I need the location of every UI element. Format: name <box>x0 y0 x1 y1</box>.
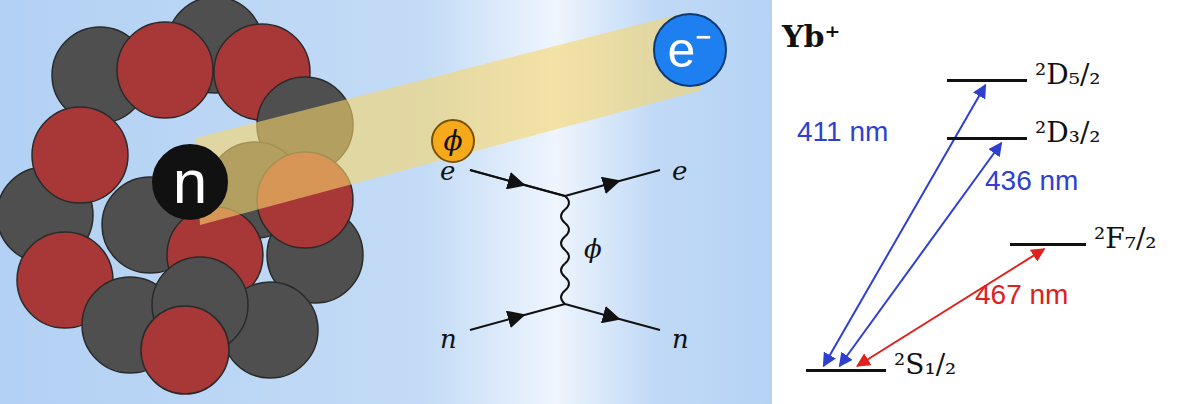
wavelength-label: 467 nm <box>975 281 1068 309</box>
nucleus <box>0 0 363 394</box>
transition-arrow <box>840 143 1002 366</box>
level-label: ²D₃/₂ <box>1035 119 1101 147</box>
energy-level: ²D₃/₂ <box>947 137 1027 140</box>
particle-label: e <box>440 158 455 184</box>
particle-label: n <box>672 326 689 352</box>
wavelength-label: 411 nm <box>797 118 888 146</box>
level-label: ²D₅/₂ <box>1035 61 1101 89</box>
ion-title: Yb⁺ <box>782 22 840 52</box>
particle-label: e <box>672 158 687 184</box>
interaction-beam <box>195 12 702 225</box>
particle-symbol: n <box>173 151 207 213</box>
background-panel <box>0 0 772 404</box>
level-label: ²F₇/₂ <box>1094 225 1157 253</box>
particle-label: n <box>440 326 457 352</box>
scalar-boson-circle: ϕ <box>431 119 475 163</box>
wavelength-label: 436 nm <box>985 167 1078 195</box>
mediator-label: ϕ <box>584 236 602 262</box>
particle-symbol: e⁻ <box>668 25 713 75</box>
feynman-diagram <box>470 170 660 330</box>
neutron-circle: n <box>152 144 228 220</box>
level-label: ²S₁/₂ <box>894 351 956 379</box>
particle-symbol: ϕ <box>443 127 462 155</box>
electron-circle: e⁻ <box>653 13 727 87</box>
energy-level: ²S₁/₂ <box>806 369 886 372</box>
energy-level: ²F₇/₂ <box>1010 243 1086 246</box>
energy-level: ²D₅/₂ <box>947 79 1027 82</box>
